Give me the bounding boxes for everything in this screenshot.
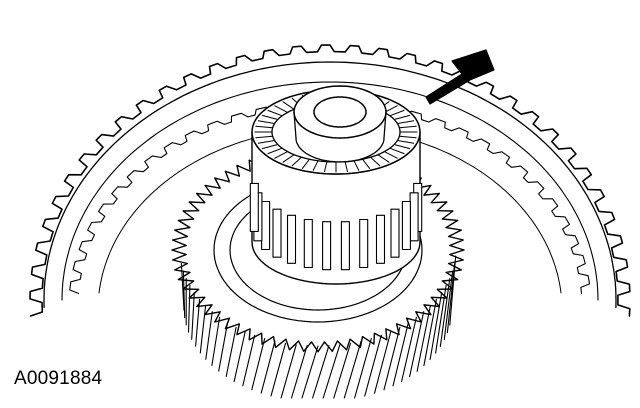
arrow-icon (425, 49, 495, 105)
figure-id-label: A0091884 (14, 368, 103, 389)
roller-clutch-assembly (249, 85, 423, 285)
